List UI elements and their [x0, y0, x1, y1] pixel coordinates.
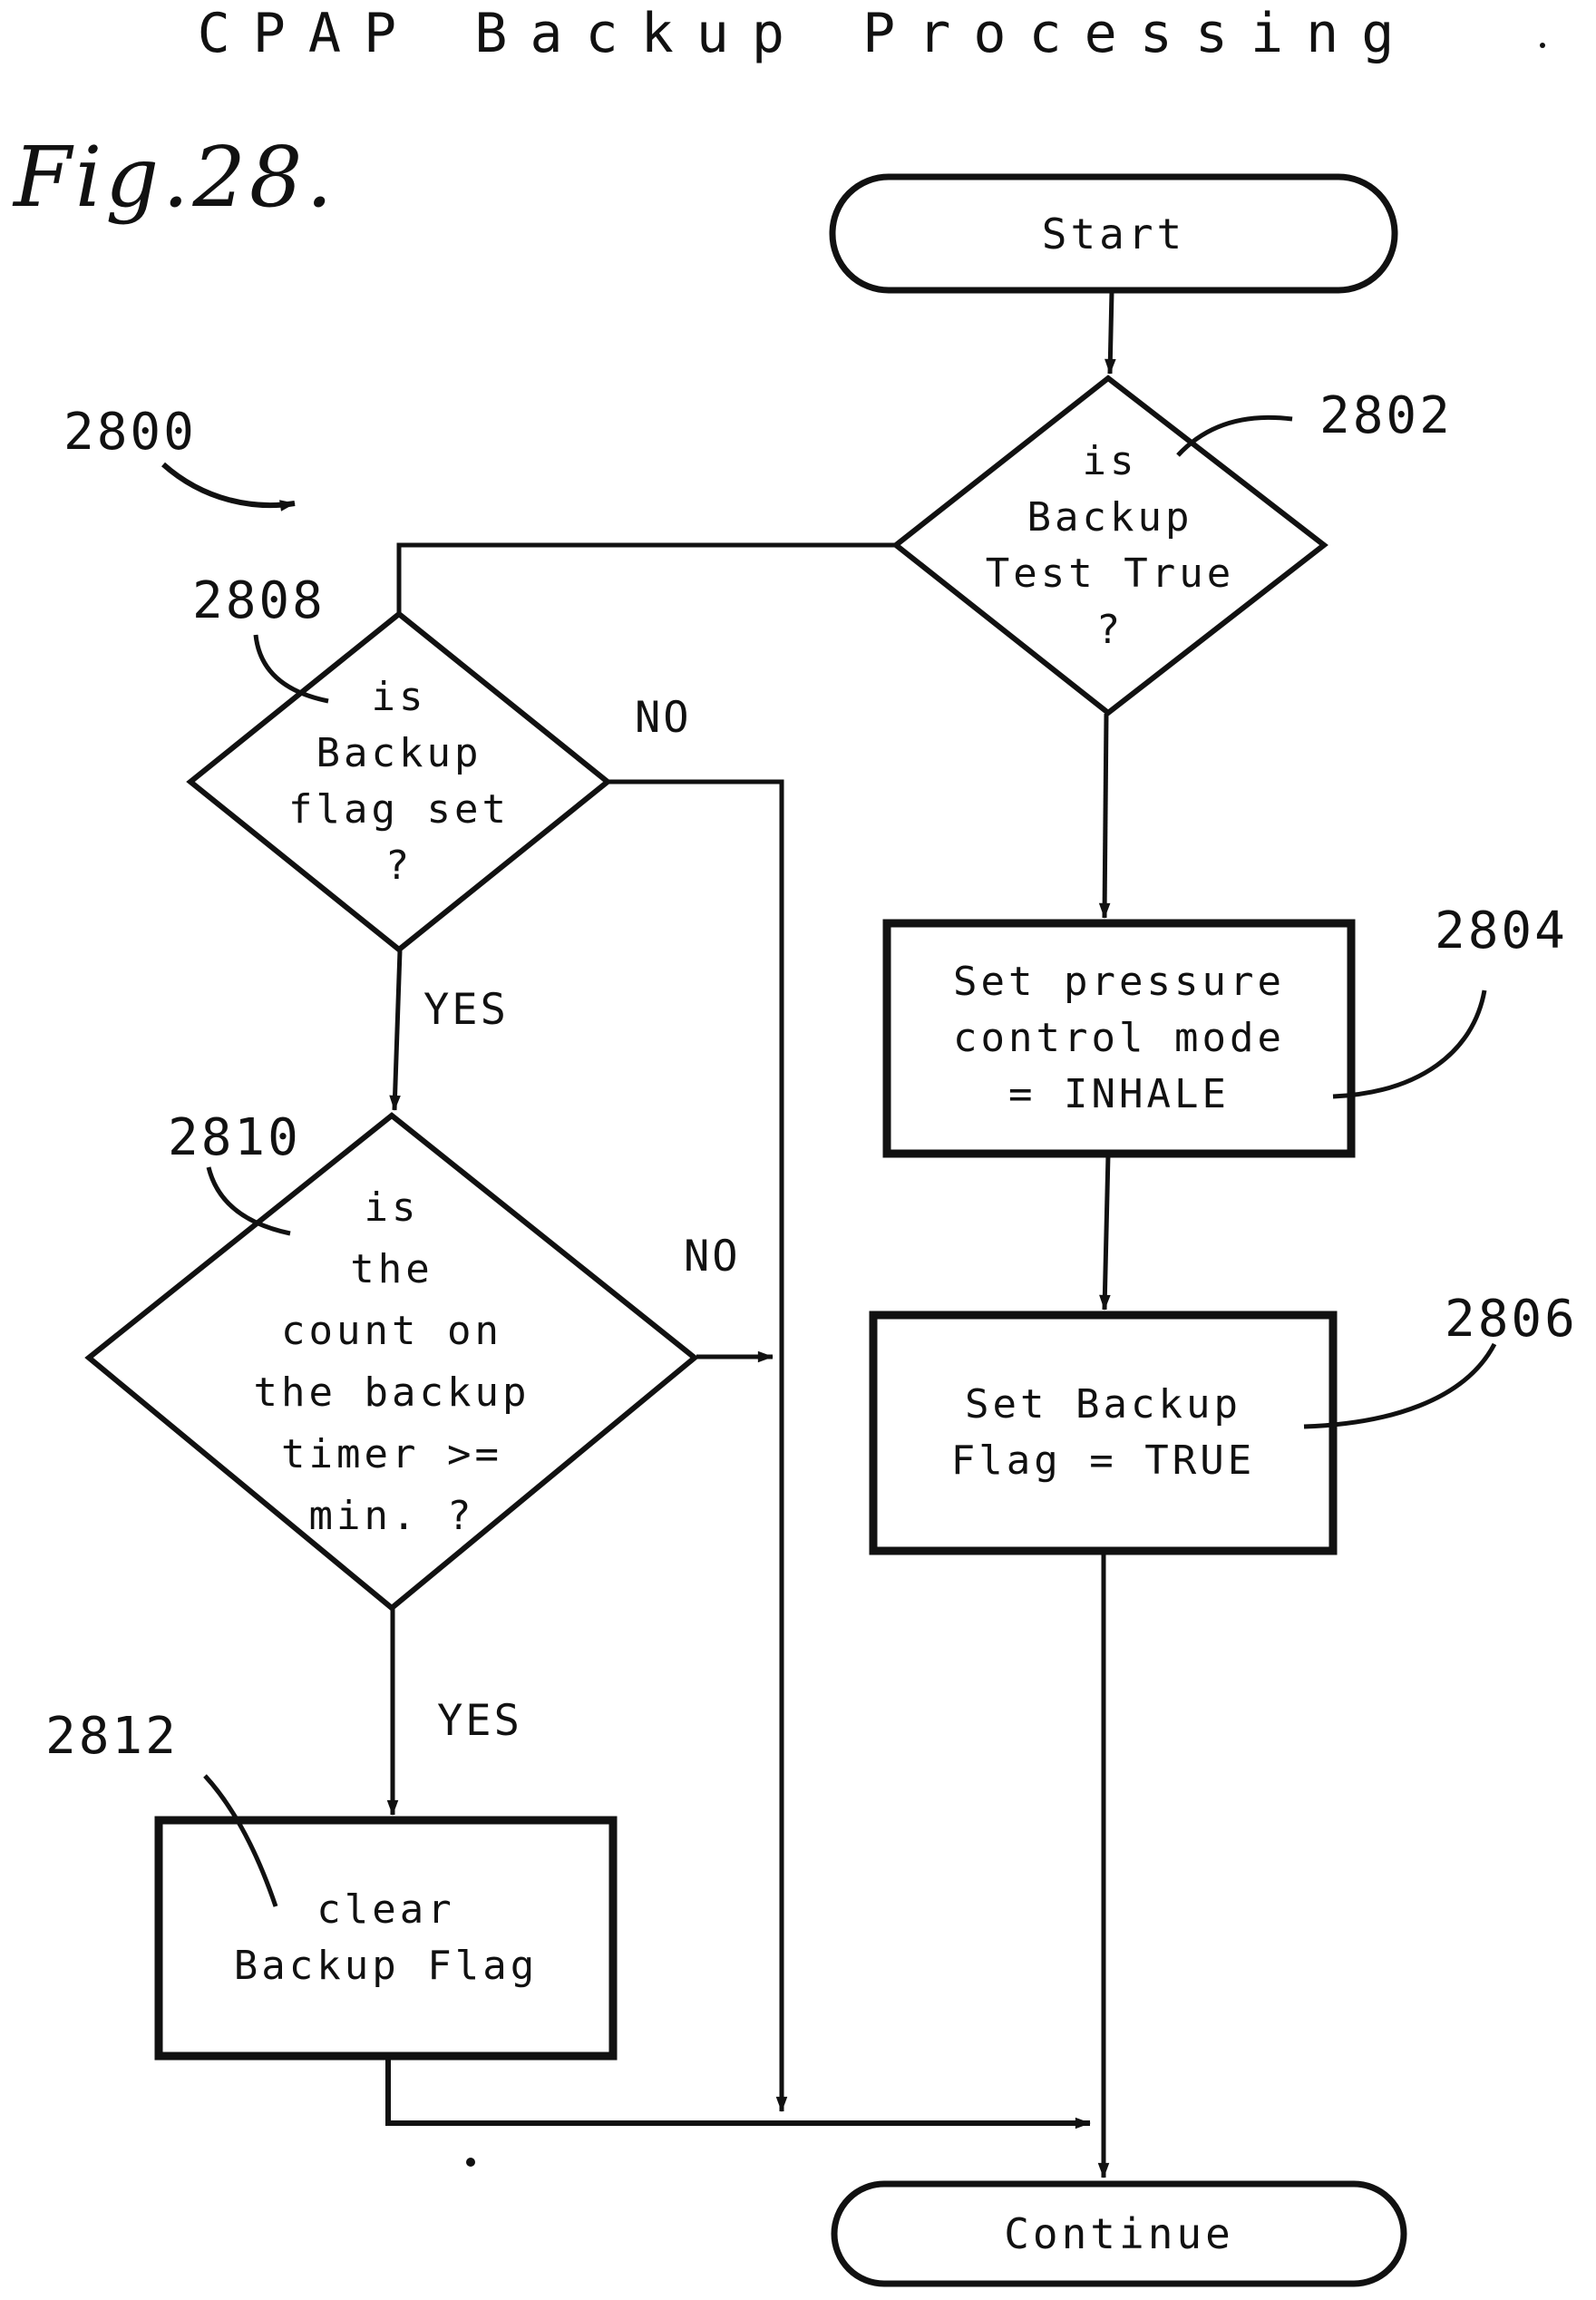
edge-2802-to-2808: [396, 542, 896, 612]
edge-2808-yes-line: [389, 950, 403, 1111]
edge-2804-to-2806: [1099, 1154, 1111, 1311]
ref-2804: 2804: [1435, 901, 1568, 960]
ref-2806: 2806: [1445, 1290, 1578, 1349]
ref-2812-leader: [203, 1774, 278, 1907]
ref-2802-leader: [1176, 414, 1293, 457]
edge-2810-yes-label: YES: [437, 1696, 522, 1746]
continue-terminal-label: Continue: [1004, 2209, 1234, 2258]
ref-2810-leader: [206, 1166, 291, 1236]
edge-2802-to-2804: [1098, 713, 1111, 919]
ink-dot: [466, 2158, 475, 2167]
continue-terminal-shape: [831, 2180, 1407, 2287]
start-terminal-label: Start: [1041, 209, 1186, 258]
decision-2802-label: is Backup Test True ?: [985, 438, 1235, 653]
ref-2806-leader: [1303, 1342, 1497, 1429]
decision-2810-shape: [84, 1112, 699, 1612]
edge-2808-no-line: [608, 779, 788, 2112]
ref-2808-leader: [253, 634, 329, 704]
ref-2810: 2810: [168, 1108, 301, 1167]
process-2812-label: clear Backup Flag: [233, 1886, 539, 1989]
edge-2812-to-spine: [385, 2057, 1091, 2129]
ref-2802: 2802: [1319, 386, 1453, 445]
ref-2800: 2800: [63, 403, 197, 462]
figure-title: CPAP Backup Processing: [197, 2, 1417, 65]
ref-2804-leader: [1332, 989, 1487, 1099]
decision-2808-label: is Backup flag set ?: [288, 674, 510, 889]
ref-2812: 2812: [45, 1707, 179, 1766]
process-2804-shape: [882, 919, 1356, 1158]
ink-dot: [1540, 43, 1545, 48]
ref-2800-arrow: [161, 462, 296, 512]
process-2812-shape: [154, 1816, 618, 2061]
ref-2808: 2808: [192, 571, 326, 630]
figure-number-label: Fig.28.: [14, 129, 336, 226]
edge-2810-no-label: NO: [684, 1232, 741, 1282]
process-2806-shape: [869, 1311, 1338, 1555]
process-2806-label: Set Backup Flag = TRUE: [950, 1381, 1256, 1484]
decision-2810-label: is the count on the backup timer >= min.…: [253, 1184, 530, 1539]
edge-2808-no-label: NO: [635, 693, 692, 743]
decision-2802-shape: [891, 375, 1328, 716]
decision-2808-shape: [186, 610, 612, 953]
edge-2808-yes-label: YES: [423, 985, 509, 1035]
start-terminal-shape: [829, 173, 1398, 294]
edge-start-to-2802: [1105, 290, 1116, 375]
process-2804-label: Set pressure control mode = INHALE: [953, 959, 1285, 1117]
